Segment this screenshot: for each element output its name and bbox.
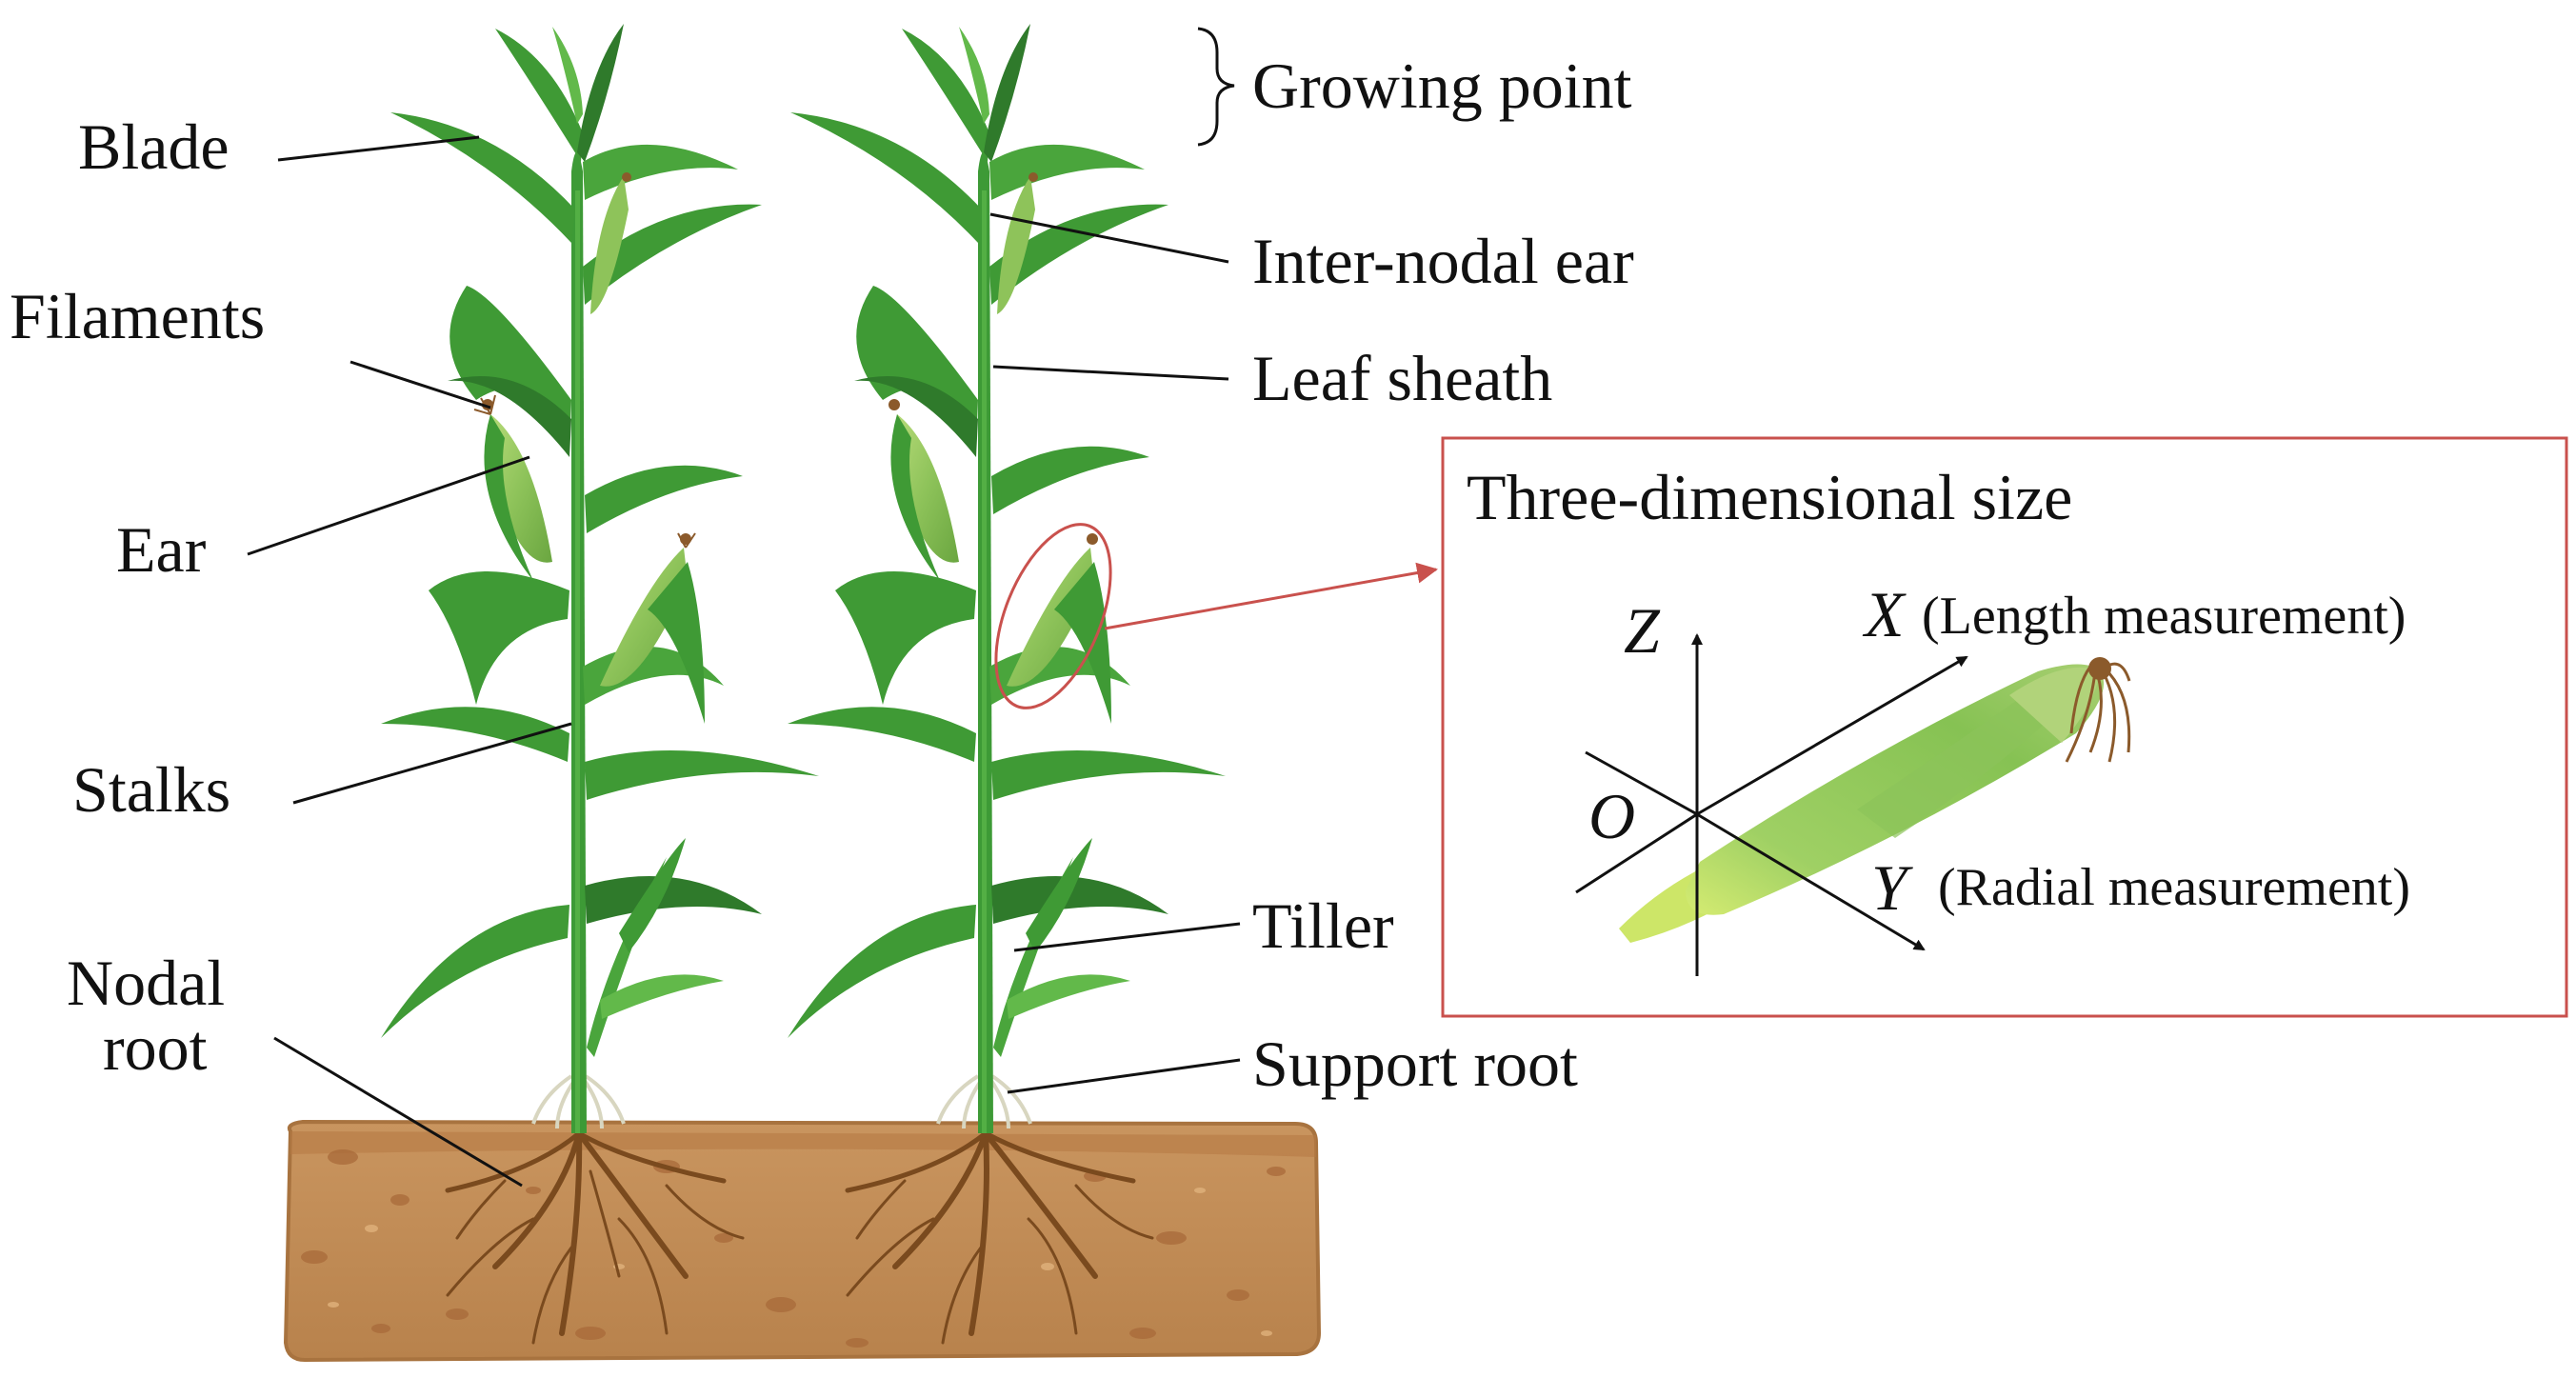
- highlight-ellipse: [994, 523, 1112, 709]
- label-growing-point: Growing point: [1252, 50, 1632, 122]
- label-nodal-root-line2: root: [103, 1011, 208, 1084]
- label-blade: Blade: [78, 110, 230, 183]
- label-leaf-sheath: Leaf sheath: [1252, 342, 1552, 414]
- growing-point-leaf: [495, 29, 583, 162]
- leader-lines: [247, 135, 1241, 1188]
- label-stalks: Stalks: [72, 753, 230, 826]
- ear-upper-right: [889, 399, 959, 581]
- axis-x-back: [1575, 812, 1698, 894]
- label-nodal-root-line1: Nodal: [67, 947, 225, 1019]
- maize-plant-left: [381, 24, 819, 1133]
- soil-block: [283, 1119, 1322, 1363]
- inset-ear: [1619, 657, 2131, 943]
- axis-y-line: [1696, 812, 1926, 951]
- blade-leaf: [390, 112, 575, 243]
- label-ear: Ear: [116, 513, 207, 586]
- callout-arrow: [1104, 562, 1438, 630]
- axis-z-label: Z: [1624, 594, 1661, 667]
- ear-top-right: [997, 172, 1038, 314]
- label-filaments: Filaments: [10, 280, 265, 352]
- axis-x-label: X: [1862, 578, 1907, 650]
- root-system-left: [445, 1130, 745, 1345]
- label-inter-nodal-ear: Inter-nodal ear: [1252, 225, 1634, 297]
- ear-middle-left: [600, 532, 705, 724]
- axis-x-line: [1696, 655, 1968, 816]
- axis-y-back: [1585, 750, 1698, 816]
- inset-3d-size: Three-dimensional size Z X (Length measu…: [1441, 436, 2568, 1018]
- growing-point-brace: [1197, 27, 1235, 147]
- axis-y-label: Y: [1871, 851, 1913, 924]
- inset-title: Three-dimensional size: [1467, 461, 2072, 533]
- label-tiller: Tiller: [1252, 889, 1394, 962]
- label-support-root: Support root: [1252, 1028, 1578, 1100]
- maize-plant-right: [788, 24, 1226, 1133]
- root-system-right: [845, 1130, 1154, 1345]
- ear-highlighted: [1007, 533, 1111, 724]
- axis-x-note: (Length measurement): [1922, 587, 2406, 646]
- axis-y-note: (Radial measurement): [1938, 858, 2410, 917]
- inset-axes: [1575, 633, 1968, 976]
- ear-top-left: [590, 172, 631, 314]
- origin-label: O: [1588, 780, 1635, 852]
